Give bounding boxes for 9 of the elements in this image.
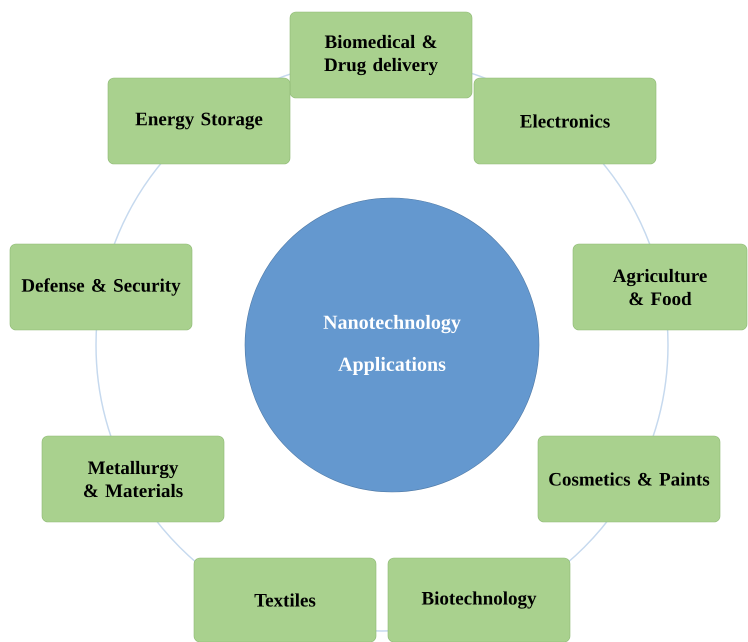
application-box: Electronics xyxy=(474,78,656,164)
application-box: Energy Storage xyxy=(108,78,290,164)
application-box: Metallurgy & Materials xyxy=(42,436,224,522)
application-box: Agriculture & Food xyxy=(572,244,748,330)
application-box: Biomedical & Drug delivery xyxy=(290,12,472,98)
application-box: Cosmetics & Paints xyxy=(538,436,720,522)
application-box: Biotechnology xyxy=(388,558,570,642)
application-box: Textiles xyxy=(194,558,376,642)
application-box: Defense & Security xyxy=(10,244,192,330)
